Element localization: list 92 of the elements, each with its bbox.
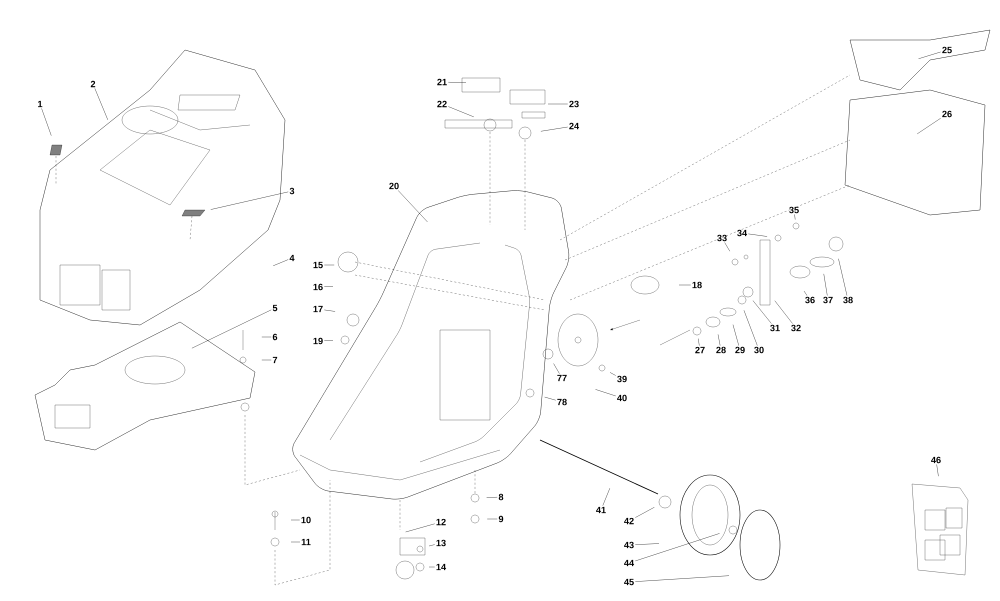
callout-number: 9 <box>498 516 504 522</box>
leader-line <box>448 82 466 83</box>
callout-number: 10 <box>302 516 311 524</box>
callout-number: 32 <box>791 324 801 332</box>
callout-number: 40 <box>617 394 627 402</box>
leader-line <box>748 234 768 237</box>
callout-number: 11 <box>302 538 311 546</box>
callout-number: 38 <box>843 296 853 304</box>
callout-number: 42 <box>624 518 634 524</box>
leader-line <box>324 286 334 287</box>
callout-number: 29 <box>735 346 745 354</box>
leader-line <box>324 340 334 341</box>
callout-number: 23 <box>569 100 579 108</box>
callout-number: 35 <box>789 206 799 214</box>
callout-number: 37 <box>823 296 833 304</box>
callout-number: 41 <box>596 506 606 514</box>
leader-line <box>635 576 730 582</box>
callout-number: 27 <box>695 346 705 354</box>
leader-line <box>804 290 808 296</box>
leader-line <box>718 334 720 346</box>
callout-number: 16 <box>314 284 323 290</box>
leader-line <box>94 88 108 120</box>
leader-line <box>544 396 556 400</box>
leader-line <box>698 338 700 346</box>
callout-number: 20 <box>389 182 399 190</box>
callout-number: 44 <box>624 560 634 566</box>
leader-line <box>428 566 435 568</box>
leader-line <box>678 284 691 286</box>
callout-number: 17 <box>314 306 323 312</box>
leader-line <box>41 108 52 136</box>
leader-line <box>602 488 610 506</box>
callout-number: 33 <box>717 234 727 242</box>
leader-line <box>824 274 828 296</box>
leader-line <box>210 192 288 210</box>
leader-line <box>635 507 655 518</box>
leader-line <box>448 106 474 118</box>
callout-number: 4 <box>290 254 294 262</box>
callout-number: 77 <box>557 374 567 382</box>
leader-line <box>610 372 616 376</box>
leader-line <box>262 336 272 338</box>
leader-line <box>273 259 288 266</box>
callout-number: 46 <box>931 456 941 464</box>
callout-number: 28 <box>716 346 726 354</box>
leader-line <box>398 190 428 222</box>
leader-line <box>635 543 660 545</box>
callout-number: 36 <box>805 296 815 304</box>
leader-line <box>838 258 848 296</box>
leader-line <box>724 242 730 252</box>
leader-line <box>936 464 939 476</box>
leader-line <box>752 300 772 324</box>
leader-line <box>324 264 334 266</box>
callout-number: 12 <box>436 518 446 526</box>
leader-line <box>732 324 739 346</box>
callout-number: 26 <box>942 110 952 118</box>
callout-number: 24 <box>569 122 580 130</box>
callout-number: 43 <box>624 542 634 548</box>
callout-number: 1 <box>38 100 42 108</box>
callout-number: 15 <box>314 262 323 268</box>
leader-line <box>635 533 720 562</box>
callout-number: 21 <box>437 78 447 86</box>
callout-number: 22 <box>437 100 447 108</box>
callout-number: 34 <box>737 230 748 236</box>
callout-number: 6 <box>272 334 278 340</box>
leader-line <box>405 524 435 532</box>
callout-number: 39 <box>617 376 627 382</box>
callout-number: 8 <box>498 494 504 500</box>
leader-line <box>324 310 336 312</box>
leader-line <box>553 363 560 374</box>
callout-number: 5 <box>272 304 278 312</box>
callout-number: 14 <box>436 564 446 570</box>
callout-number: 19 <box>314 338 323 344</box>
callout-number: 25 <box>942 46 952 54</box>
leader-line <box>428 544 435 546</box>
callout-number: 13 <box>436 540 446 546</box>
leader-line <box>794 214 796 220</box>
callout-number: 45 <box>624 578 634 586</box>
callout-number: 30 <box>754 346 764 354</box>
leader-line <box>918 52 941 59</box>
callout-number: 2 <box>90 80 96 88</box>
callout-number: 31 <box>770 324 780 332</box>
leader-line <box>487 518 498 520</box>
leader-line <box>917 118 941 134</box>
leader-line <box>192 310 272 348</box>
callout-number: 78 <box>557 398 567 406</box>
callout-number: 7 <box>272 356 278 364</box>
leader-line <box>595 389 616 396</box>
callout-number: 3 <box>290 188 294 194</box>
leader-line <box>774 300 793 324</box>
leader-line <box>744 310 758 346</box>
callout-number: 18 <box>692 282 702 288</box>
leader-line <box>540 126 568 132</box>
leader-line <box>486 496 498 498</box>
